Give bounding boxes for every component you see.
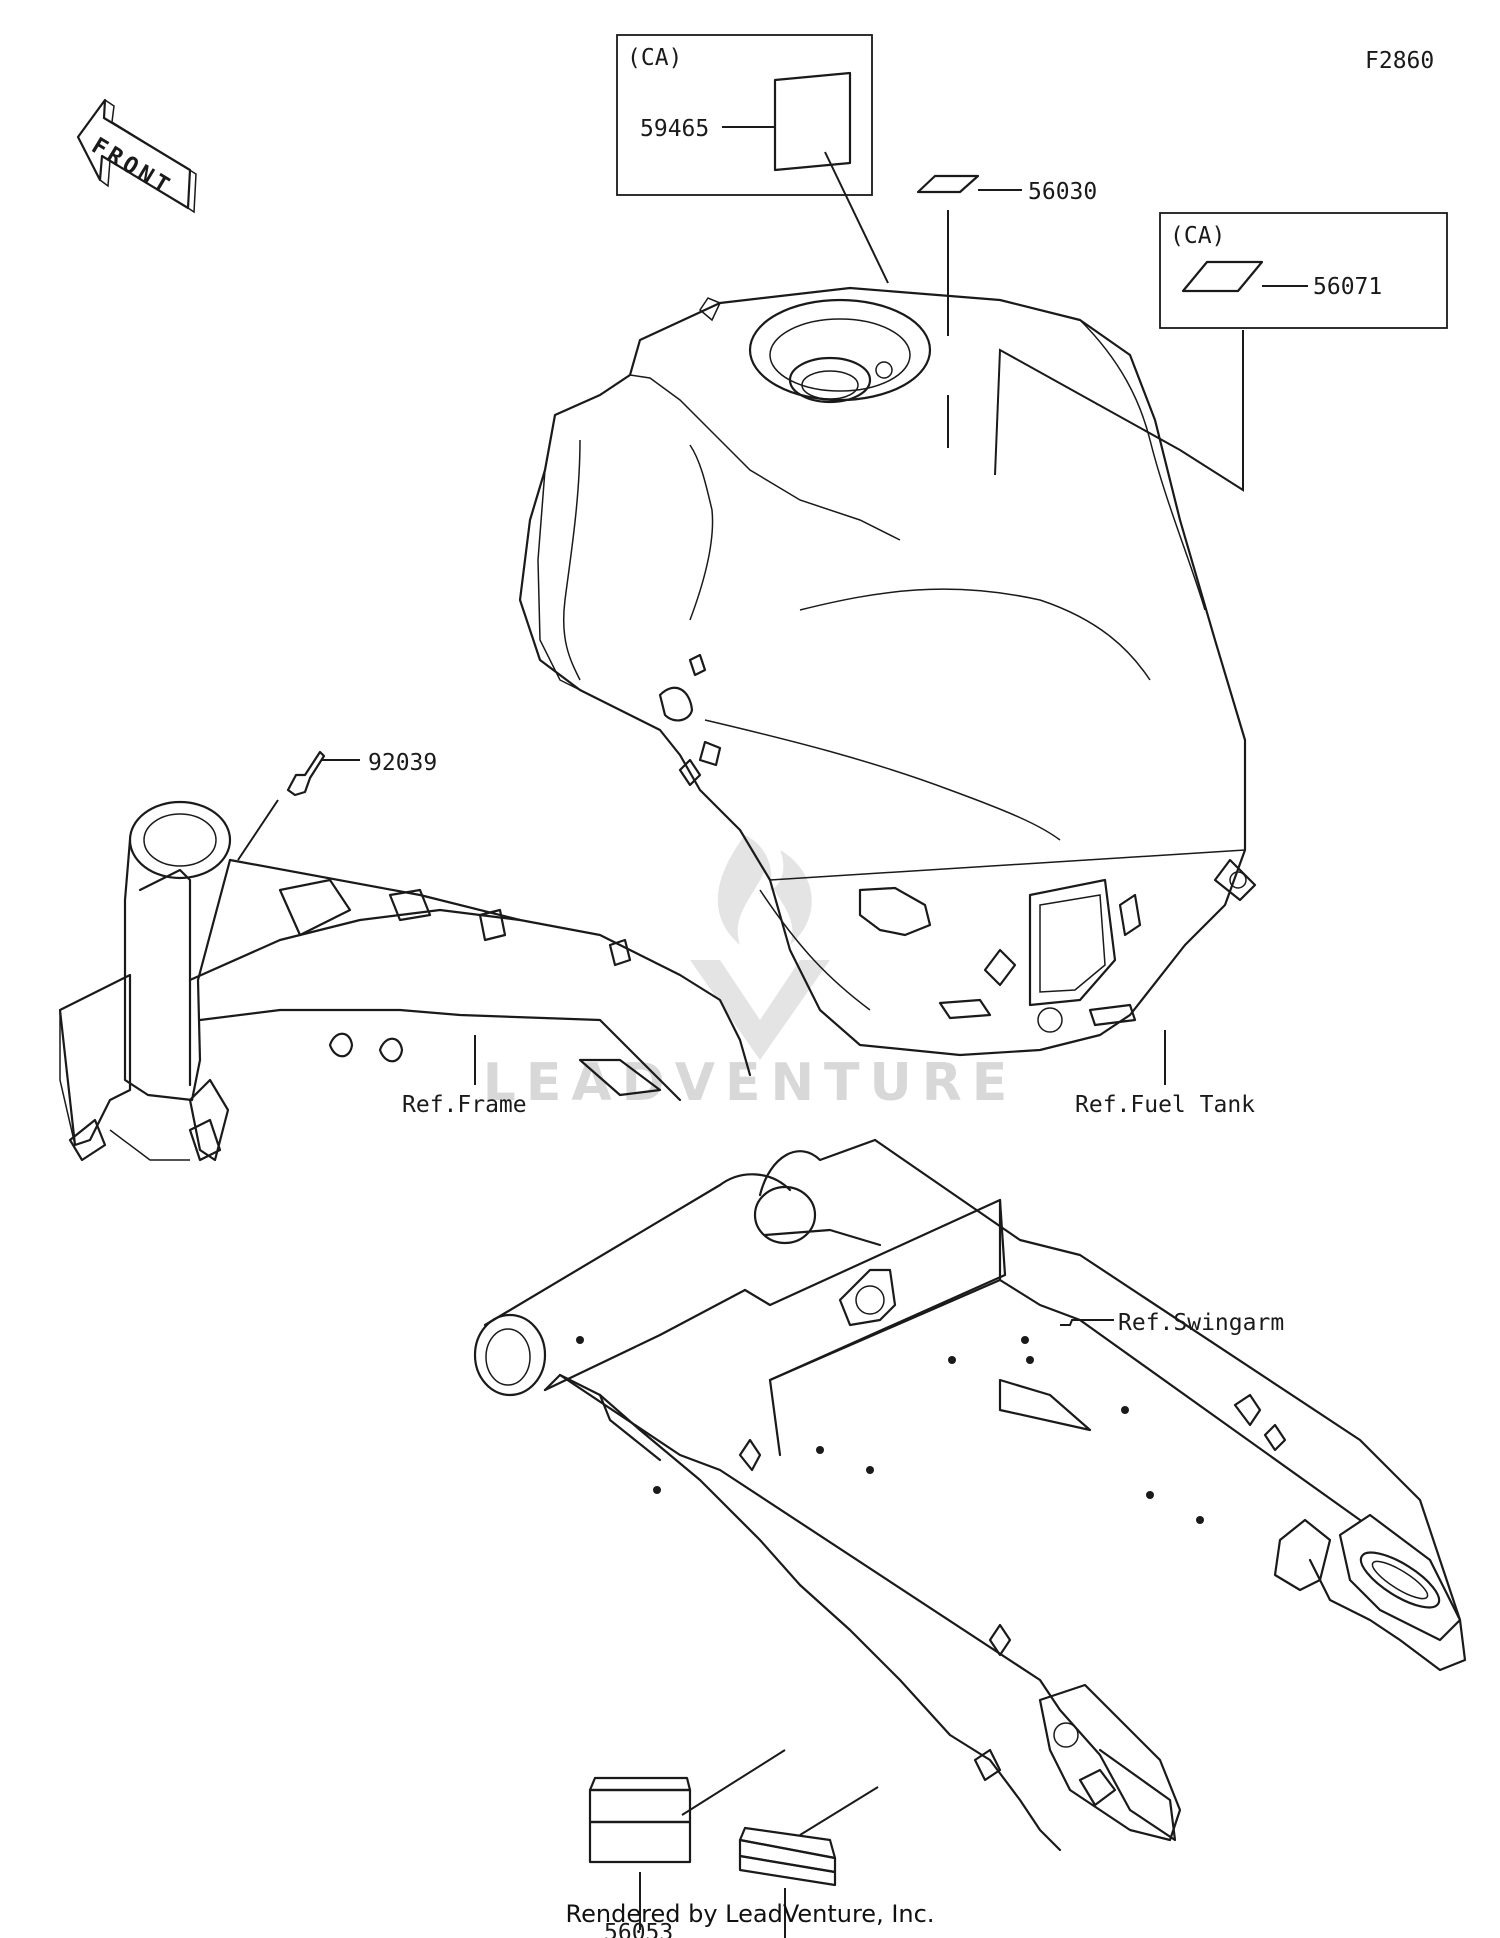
part-56030: 56030 [1028,179,1097,205]
label-56033: 56033 [738,1786,879,1938]
ref-frame: Ref.Frame [402,1092,527,1118]
part-92039: 92039 [368,750,437,776]
front-arrow-icon: FRONT [76,98,197,214]
label-56030: 56030 [916,174,1097,448]
label-59465-sticker [773,71,852,172]
figure-code: F2860 [1365,48,1434,74]
part-59465: 59465 [640,116,709,142]
ref-fuel-tank: Ref.Fuel Tank [1075,1092,1255,1118]
rivet-92039: 92039 [237,750,437,861]
label-56053: 56053 [588,1749,786,1938]
ref-swingarm: Ref.Swingarm [1118,1310,1284,1336]
part-56071: 56071 [1313,274,1382,300]
leadventure-watermark: LEADVENTURE [483,835,1018,1113]
fuel-tank-drawing: Ref.Fuel Tank [518,286,1257,1118]
ca-box-56071: (CA) 56071 [994,212,1448,492]
frame-drawing: Ref.Frame [58,800,752,1162]
ca-box-59465: (CA) 59465 [616,34,889,284]
ca-tag-1: (CA) [627,45,682,71]
swingarm-drawing: Ref.Swingarm [473,1138,1467,1852]
footer-credit: Rendered by LeadVenture, Inc. [565,1900,935,1928]
ca-tag-2: (CA) [1170,223,1225,249]
part-56053: 56053 [604,1920,673,1938]
watermark-text: LEADVENTURE [483,1053,1018,1113]
